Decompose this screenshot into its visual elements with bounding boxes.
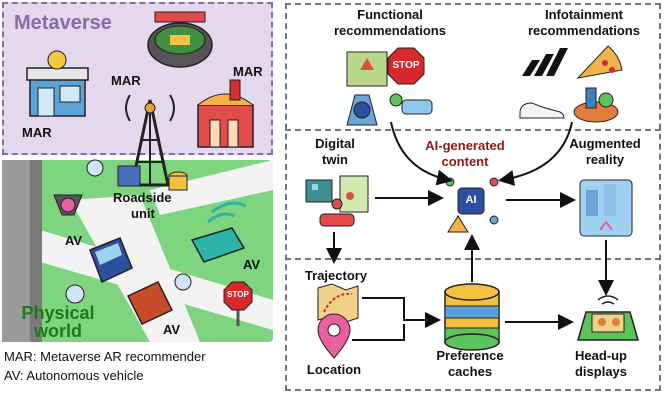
stop-sign-icon <box>223 281 253 326</box>
legend-av: AV: Autonomous vehicle <box>4 368 144 383</box>
navigation-map-icon <box>346 51 388 87</box>
shop-icon <box>26 50 89 117</box>
digital-twin-city-icon <box>305 179 333 203</box>
av-label-2: AV <box>243 257 261 272</box>
digital-twin-car-icon <box>319 198 355 227</box>
av-hologram-icon <box>53 194 83 216</box>
sneaker-icon <box>519 102 565 119</box>
preference-caches-label-line1: Preference <box>436 348 504 363</box>
pizza-icon <box>576 45 623 79</box>
functional-label-line1: Functional <box>357 7 423 22</box>
mar-label-restaurant: MAR <box>233 64 263 79</box>
ai-chip-text: AI <box>465 194 477 206</box>
car-icon <box>190 201 247 263</box>
functional-stop-sign-text: STOP <box>392 60 420 71</box>
head-up-display-car-icon <box>577 295 639 341</box>
av-label-3: AV <box>163 322 181 337</box>
location-label: Location <box>306 362 362 377</box>
augmented-reality-phone-icon <box>579 179 633 237</box>
head-up-displays-label-line1: Head-up <box>575 348 627 363</box>
av-label-1: AV <box>65 233 83 248</box>
functional-stop-sign-icon <box>387 47 425 85</box>
sports-brand-icon <box>522 48 568 76</box>
divider-top <box>285 129 661 131</box>
mar-label-stadium: MAR <box>111 73 141 88</box>
metaverse-title: Metaverse <box>14 12 112 34</box>
steering-icon <box>346 94 378 126</box>
groceries-icon <box>573 87 619 123</box>
stadium-icon <box>147 11 213 68</box>
red-bus-icon <box>126 281 174 325</box>
map-pin-icon <box>65 159 192 304</box>
infotainment-label-line2: recommendations <box>528 23 640 38</box>
mar-label-shop: MAR <box>22 125 52 140</box>
right-panel-border <box>285 3 661 391</box>
functional-label-line2: recommendations <box>334 23 446 38</box>
parking-car-icon <box>389 93 433 115</box>
digital-twin-label-line2: twin <box>322 152 348 167</box>
infotainment-label-line1: Infotainment <box>545 7 623 22</box>
roadside-unit-label-line1: Roadside <box>113 190 172 205</box>
location-pin-icon <box>317 313 351 359</box>
preference-caches-label-line2: caches <box>447 364 493 379</box>
augmented-reality-label-line1: Augmented <box>569 136 641 151</box>
physical-world-label-line2: world <box>34 321 82 341</box>
ai-generated-content-icon <box>445 177 499 233</box>
ai-content-label-line1: AI-generated <box>425 138 505 153</box>
trajectory-label: Trajectory <box>304 268 368 283</box>
digital-twin-map-icon <box>339 175 369 213</box>
bus-icon <box>89 237 133 284</box>
legend-mar: MAR: Metaverse AR recommender <box>4 349 206 364</box>
stop-sign-text: STOP <box>227 290 249 299</box>
digital-twin-label-line1: Digital <box>315 136 355 151</box>
roadside-unit-label-line2: unit <box>131 206 155 221</box>
head-up-displays-label-line2: displays <box>574 364 628 379</box>
database-icon <box>444 283 500 351</box>
restaurant-icon <box>197 79 254 148</box>
physical-world-label-line1: Physical <box>21 303 95 323</box>
flow-arrows <box>326 121 614 341</box>
roadside-tower-icon <box>117 94 188 191</box>
augmented-reality-label-line2: reality <box>585 152 625 167</box>
ai-content-label-line2: content <box>441 154 489 169</box>
